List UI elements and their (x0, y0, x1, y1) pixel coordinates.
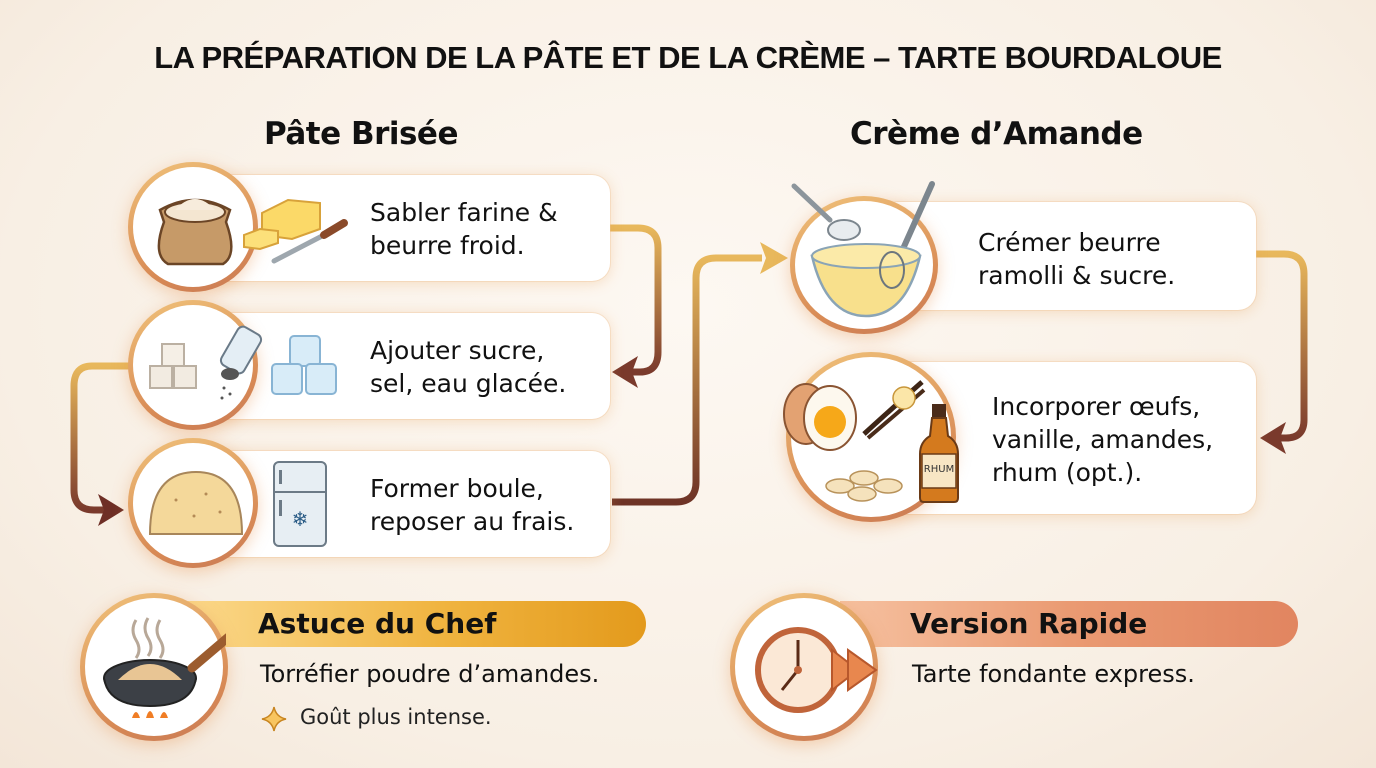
chef-tip-sub: Goût plus intense. (300, 705, 492, 729)
quick-version-title: Version Rapide (910, 607, 1148, 640)
section-title-creme: Crème d’Amande (850, 116, 1143, 152)
rum-bottle-icon: RHUM (919, 404, 959, 503)
butter-knife-icon (243, 198, 348, 264)
salt-shaker-icon (219, 325, 263, 400)
arrow-creme-step1-to-step2 (1256, 250, 1308, 442)
flour-sack-icon (157, 198, 233, 266)
sugar-cubes-icon (149, 343, 197, 389)
almonds-icon (825, 470, 903, 502)
pate-step-3-card (200, 451, 610, 557)
pate-step-2-card (200, 313, 610, 419)
frying-pan-icon (103, 617, 226, 718)
arrow-step1-to-step2 (610, 224, 662, 376)
egg-icon (783, 383, 857, 451)
chef-tip-banner: Astuce du Chef (188, 601, 646, 647)
dough-ball-icon (148, 470, 244, 535)
quick-version-banner: Version Rapide (840, 601, 1298, 647)
sparkle-icon (261, 706, 287, 732)
fridge-icon: ❄ (273, 461, 327, 547)
svg-text:❄: ❄ (292, 507, 309, 531)
fast-clock-icon (755, 627, 878, 713)
section-title-pate: Pâte Brisée (264, 116, 459, 152)
creme-step-2-text: Incorporer œufs, vanille, amandes, rhum … (992, 392, 1214, 487)
chef-tip-text: Torréfier poudre d’amandes. (260, 660, 600, 688)
creme-step-1-card (880, 202, 1256, 310)
page-title: LA PRÉPARATION DE LA PÂTE ET DE LA CRÈME… (154, 40, 1222, 75)
mixing-bowl-icon (791, 181, 935, 318)
ice-cubes-icon (271, 335, 337, 395)
creme-step-1-text: Crémer beurre ramolli & sucre. (978, 228, 1176, 290)
pate-step-3-text: Former boule, reposer au frais. (370, 474, 575, 536)
arrow-pate-to-creme (612, 254, 762, 506)
vanilla-icon (862, 380, 926, 440)
quick-version-text: Tarte fondante express. (912, 660, 1195, 688)
chef-tip-title: Astuce du Chef (258, 607, 497, 640)
pate-step-1-text: Sabler farine & beurre froid. (370, 198, 558, 260)
pate-step-2-text: Ajouter sucre, sel, eau glacée. (370, 336, 567, 398)
rum-label: RHUM (924, 464, 954, 475)
